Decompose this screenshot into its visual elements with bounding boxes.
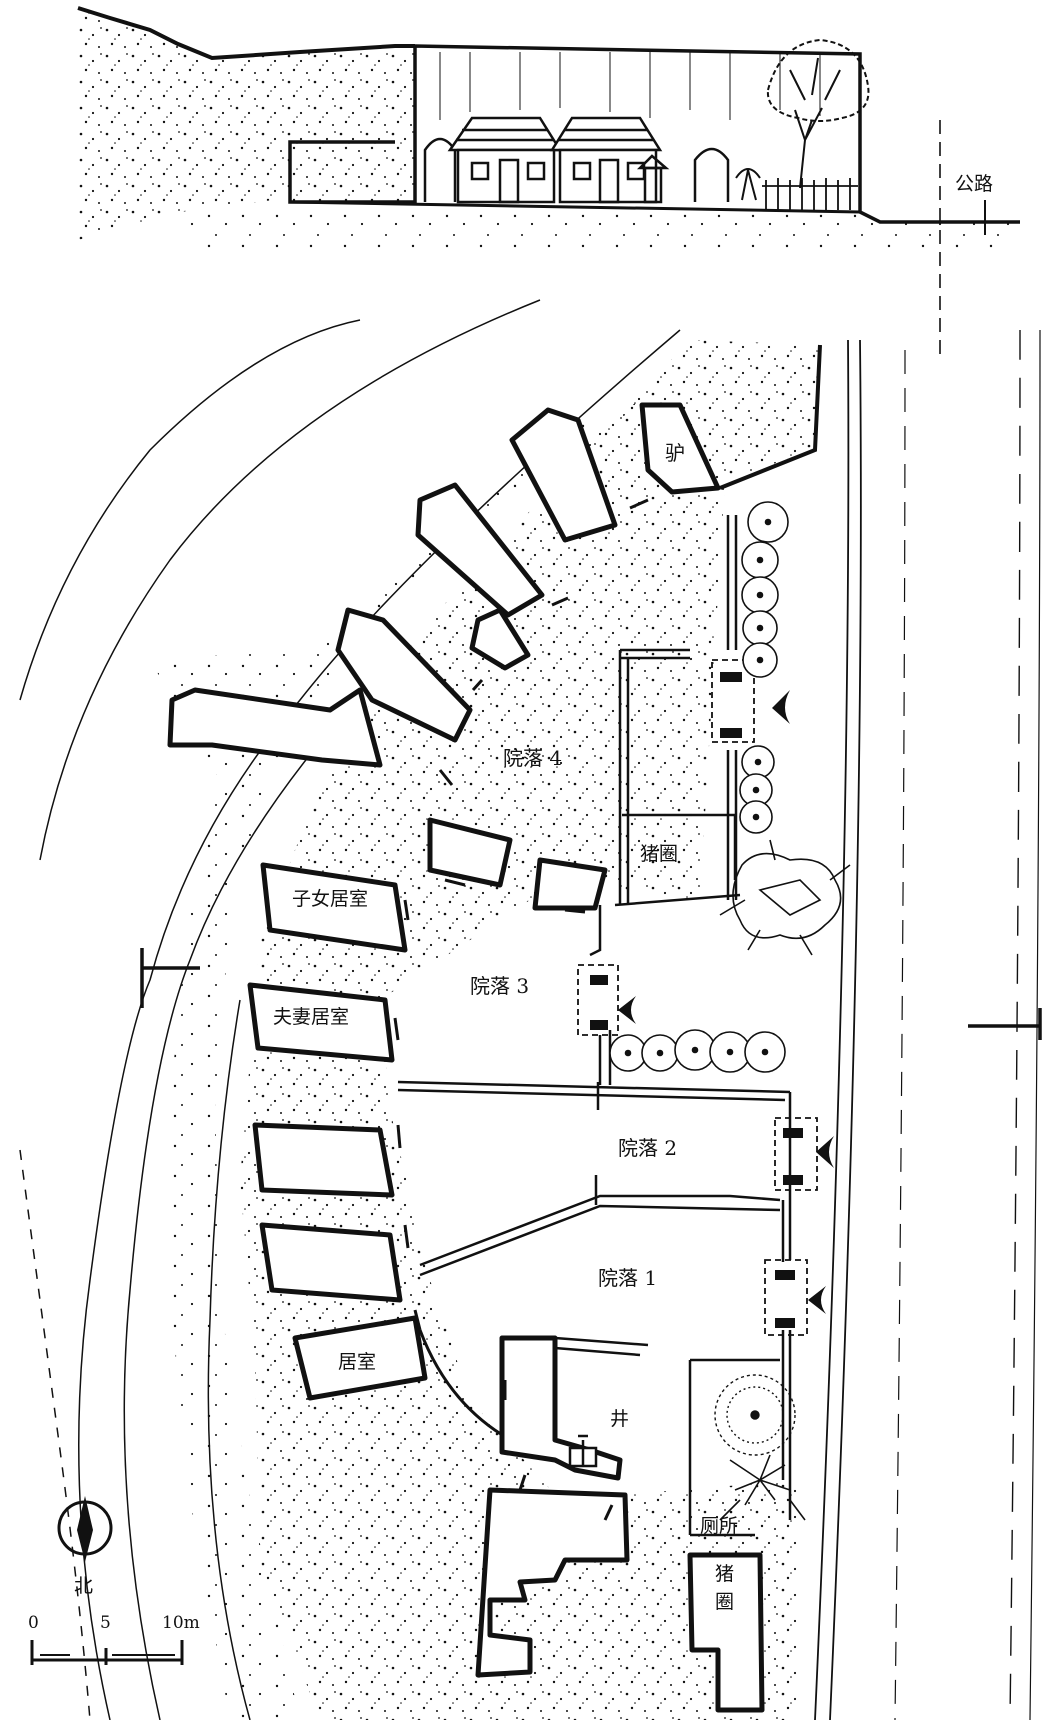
gate-courtyard1 <box>764 1259 808 1336</box>
cave-room-4d <box>335 607 473 743</box>
road-bands <box>814 329 1041 1720</box>
label-pig-pen-lower-2: 圈 <box>715 1591 734 1613</box>
cave-room-2b <box>259 1222 403 1303</box>
label-donkey: 驴 <box>665 441 685 465</box>
cave-room-3a <box>427 817 513 888</box>
section-wall-hatch <box>439 52 821 120</box>
scale-tick-10: 10m <box>162 1613 200 1633</box>
section-house-2 <box>549 116 663 204</box>
section-view: 公路 <box>77 6 1020 360</box>
section-ground-left <box>78 8 415 240</box>
north-label: 北 <box>74 1575 93 1597</box>
section-cave-arch-2 <box>693 147 730 202</box>
cave-room-well-block <box>499 1335 623 1481</box>
cave-room-pigpen-low <box>687 1552 765 1713</box>
cave-room-4a <box>509 407 618 543</box>
cave-room-south <box>475 1487 630 1678</box>
cave-room-living <box>292 1315 428 1401</box>
section-floor <box>289 200 861 214</box>
label-courtyard-2: 院落 2 <box>618 1136 677 1160</box>
door-marks <box>393 498 649 1521</box>
cave-room-2a <box>252 1122 395 1198</box>
road-label: 公路 <box>955 173 993 195</box>
section-ground-below <box>190 212 1020 250</box>
cave-room-4e <box>167 687 383 768</box>
gate-arrow-2 <box>816 1136 834 1168</box>
pit-boundary-top-right <box>719 344 822 490</box>
label-courtyard-3: 院落 3 <box>470 974 529 998</box>
courtyard-walls <box>397 515 792 1537</box>
scale-bar <box>30 1640 184 1665</box>
cave-room-children <box>260 862 408 953</box>
label-children-room: 子女居室 <box>292 888 368 910</box>
shrub-icon <box>719 839 851 956</box>
gate-courtyard4 <box>711 659 755 743</box>
section-shrub <box>735 168 761 201</box>
section-house-1 <box>447 116 563 204</box>
gate-arrow-1 <box>808 1286 826 1314</box>
label-courtyard-1: 院落 1 <box>598 1266 657 1290</box>
legend: 北 0 5 10m <box>28 1496 200 1665</box>
label-couple-room: 夫妻居室 <box>273 1006 349 1028</box>
gate-courtyard3 <box>577 964 619 1036</box>
scale-tick-5: 5 <box>100 1613 111 1633</box>
spiky-shrub-icon <box>719 1454 806 1521</box>
section-tree <box>766 38 870 189</box>
section-fence <box>762 178 858 210</box>
cave-room-4b <box>415 482 545 618</box>
section-gate <box>636 154 670 204</box>
label-living-room: 居室 <box>338 1351 376 1373</box>
gate-arrow-3 <box>618 996 636 1024</box>
north-arrow-icon <box>57 1496 113 1562</box>
section-cut-right <box>968 1008 1042 1040</box>
trees <box>609 501 789 1073</box>
gates <box>577 659 834 1336</box>
section-cut-left <box>140 948 200 1008</box>
section-surface-line <box>77 6 415 61</box>
gate-arrow-4 <box>772 690 790 724</box>
label-courtyard-4: 院落 4 <box>503 746 562 770</box>
scale-tick-0: 0 <box>28 1613 39 1633</box>
cave-room-3b <box>532 857 608 911</box>
cave-room-4c-small <box>469 607 531 671</box>
label-toilet: 厕所 <box>700 1515 738 1537</box>
label-pig-pen-upper: 猪圈 <box>640 843 678 865</box>
contour-lines <box>19 299 681 1720</box>
label-pig-pen-lower-1: 猪 <box>715 1563 734 1585</box>
cave-room-donkey <box>639 402 721 495</box>
round-tree-icon <box>714 1374 796 1456</box>
gate-courtyard2 <box>774 1117 818 1191</box>
cave-rooms <box>167 402 765 1713</box>
plan-view: 驴 院落 4 猪圈 子女居室 院落 3 夫妻居室 院落 2 院落 1 居室 井 … <box>19 299 1042 1720</box>
label-well: 井 <box>610 1408 629 1430</box>
cave-room-couple <box>247 982 395 1063</box>
well-icon <box>568 1434 598 1468</box>
